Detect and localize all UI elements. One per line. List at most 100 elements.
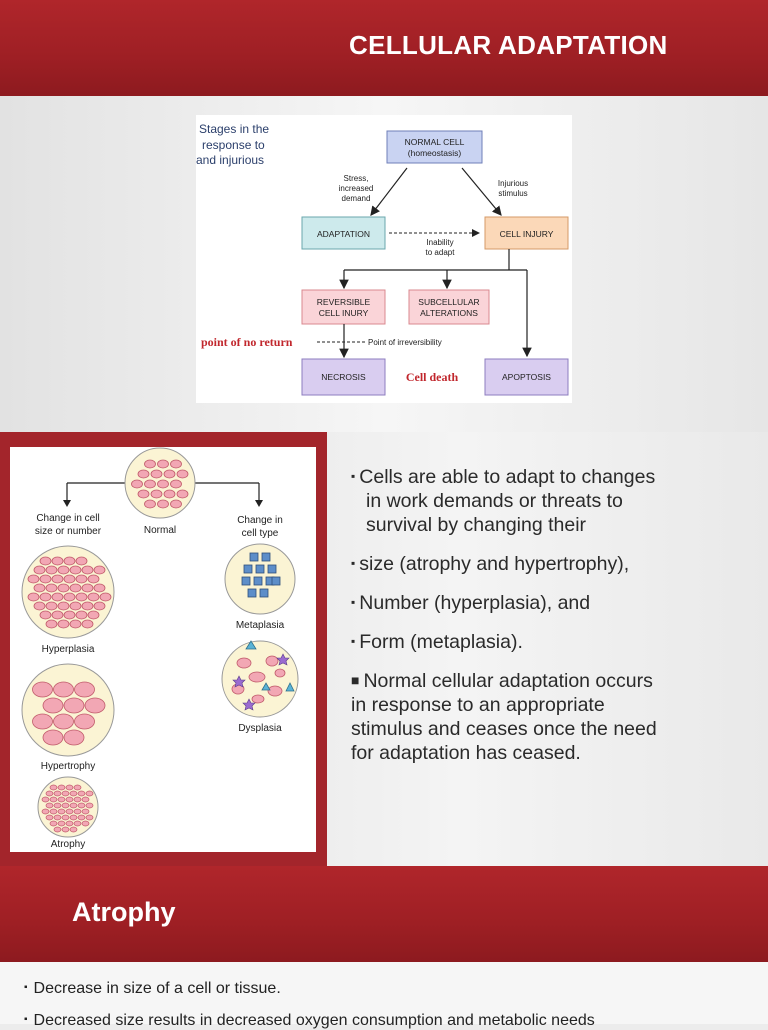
squamous-cell bbox=[259, 588, 269, 598]
cell bbox=[32, 681, 53, 698]
cell bbox=[85, 790, 94, 797]
cell bbox=[69, 814, 78, 821]
stress-label-1: Stress, bbox=[344, 174, 369, 183]
cell bbox=[77, 790, 86, 797]
cell bbox=[144, 479, 156, 489]
cell bbox=[39, 574, 52, 584]
cell bbox=[81, 565, 94, 575]
cell bbox=[39, 592, 52, 602]
cell bbox=[69, 583, 82, 593]
cell bbox=[53, 814, 62, 821]
apoptosis-label: APOPTOSIS bbox=[502, 372, 551, 382]
inability-label-1: Inability bbox=[426, 238, 453, 247]
adaptation-box bbox=[301, 216, 386, 250]
cell bbox=[63, 697, 85, 714]
cell bbox=[53, 713, 74, 730]
caption-line-3: and injurious bbox=[196, 153, 264, 167]
paragraph-line-4: for adaptation has ceased. bbox=[351, 742, 581, 764]
cell bbox=[74, 681, 95, 698]
point-irreversibility-label: Point of irreversibility bbox=[368, 338, 442, 347]
cell bbox=[63, 556, 76, 566]
cell-adaptation-figure: Normal Change in cell size or number Cha… bbox=[10, 447, 316, 852]
slide3-title: Atrophy bbox=[72, 897, 176, 927]
cell bbox=[57, 601, 70, 611]
cell bbox=[73, 796, 82, 803]
adaptation-label: ADAPTATION bbox=[317, 229, 370, 239]
cell bbox=[65, 784, 74, 791]
paragraph-line-2: in response to an appropriate bbox=[351, 694, 605, 716]
normal-cell-sublabel: (homeostasis) bbox=[408, 148, 462, 158]
cell bbox=[61, 814, 70, 821]
stress-label-2: increased bbox=[339, 184, 374, 193]
change-type-label-2: cell type bbox=[242, 528, 279, 539]
cell bbox=[137, 489, 150, 499]
cell bbox=[57, 808, 66, 815]
cell bbox=[57, 820, 66, 827]
bullet-3: ▪Number (hyperplasia), and bbox=[351, 592, 591, 614]
cell bbox=[69, 619, 82, 629]
cell bbox=[51, 592, 64, 602]
cell bbox=[74, 713, 95, 730]
cell bbox=[42, 729, 64, 746]
cell bbox=[69, 565, 82, 575]
metaplasia-circle bbox=[224, 543, 296, 615]
cell bbox=[51, 556, 64, 566]
metaplasia-label: Metaplasia bbox=[236, 620, 285, 631]
bullet-1-line-2: in work demands or threats to bbox=[366, 490, 623, 512]
squamous-cell bbox=[241, 576, 251, 586]
cell bbox=[49, 820, 58, 827]
cell bbox=[33, 565, 46, 575]
cell bbox=[27, 574, 40, 584]
normal-cell-box bbox=[386, 130, 483, 164]
reversible-injury-box bbox=[301, 289, 386, 325]
change-size-label-2: size or number bbox=[35, 526, 102, 537]
slide3-header bbox=[0, 866, 768, 962]
cell bbox=[163, 489, 176, 499]
cell bbox=[45, 790, 54, 797]
slide3-body: ▪Decrease in size of a cell or tissue. ▪… bbox=[0, 962, 768, 1029]
subcellular-box bbox=[408, 289, 490, 325]
flowchart-svg: Stages in the response to and injurious … bbox=[196, 122, 569, 396]
cell bbox=[53, 790, 62, 797]
flowchart-figure: Stages in the response to and injurious … bbox=[196, 115, 572, 403]
bullet-2: ▪size (atrophy and hypertrophy), bbox=[351, 553, 630, 575]
cell bbox=[63, 610, 76, 620]
cell bbox=[49, 796, 58, 803]
cell bbox=[81, 820, 90, 827]
cell bbox=[93, 583, 106, 593]
cell bbox=[39, 556, 52, 566]
cell bbox=[53, 826, 62, 833]
hyperplasia-circle bbox=[21, 545, 115, 639]
atrophy-bullet-1: ▪Decrease in size of a cell or tissue. bbox=[24, 980, 281, 997]
cell bbox=[77, 814, 86, 821]
caption-line-2: response to bbox=[202, 138, 265, 152]
bullet-3-text: Number (hyperplasia), and bbox=[359, 592, 591, 614]
cell bbox=[61, 790, 70, 797]
cell bbox=[73, 784, 82, 791]
squamous-cell bbox=[261, 552, 271, 562]
hypertrophy-circle bbox=[21, 663, 115, 757]
slide1-header bbox=[0, 0, 768, 96]
squamous-cell bbox=[249, 552, 259, 562]
cell bbox=[45, 802, 54, 809]
cell bbox=[63, 592, 76, 602]
cell bbox=[81, 583, 94, 593]
necrosis-box bbox=[301, 358, 386, 396]
cell bbox=[75, 556, 88, 566]
normal-cell-label: NORMAL CELL bbox=[405, 137, 465, 147]
cell bbox=[63, 729, 85, 746]
cell bbox=[65, 808, 74, 815]
cell bbox=[75, 592, 88, 602]
cell bbox=[73, 820, 82, 827]
inability-label-2: to adapt bbox=[426, 248, 456, 257]
change-type-label-1: Change in bbox=[237, 515, 283, 526]
cell bbox=[45, 583, 58, 593]
dysplasia-circle bbox=[221, 640, 299, 718]
cell bbox=[85, 802, 94, 809]
bullet-1-line-1: Cells are able to adapt to changes bbox=[359, 466, 656, 488]
cell bbox=[51, 610, 64, 620]
necrosis-label: NECROSIS bbox=[321, 372, 366, 382]
cell bbox=[33, 601, 46, 611]
cell bbox=[157, 499, 169, 509]
normal-cell-circle bbox=[124, 447, 196, 519]
